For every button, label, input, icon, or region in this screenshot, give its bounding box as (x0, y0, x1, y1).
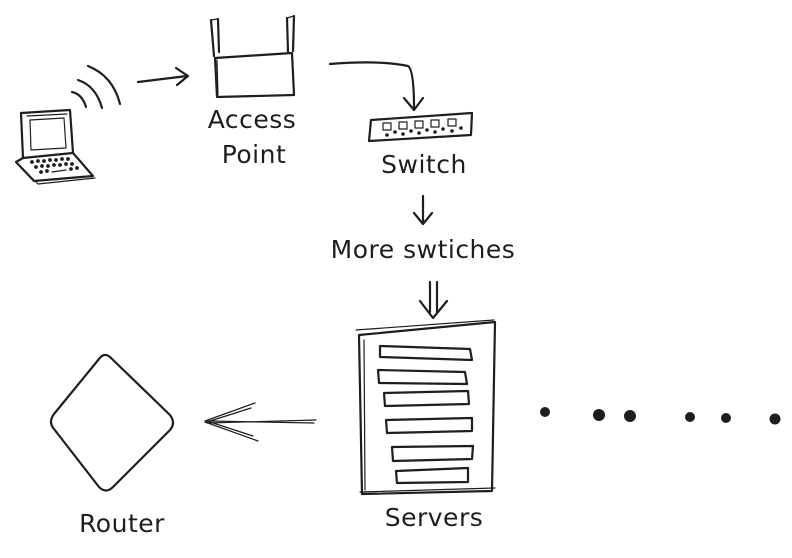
servers-label: Servers (385, 503, 484, 532)
arrow-access-point-to-switch (328, 61, 425, 112)
arrow-laptop-to-access-point (136, 66, 190, 87)
server-rack-icon (355, 319, 497, 496)
access-point-icon (209, 14, 296, 99)
arrow-switch-to-more-switches (412, 194, 434, 226)
access-point-label: Access (208, 105, 297, 134)
switch-icon (367, 111, 474, 143)
ellipsis-continuation (540, 407, 781, 425)
access-point-label-line2: Point (222, 140, 287, 169)
arrow-servers-to-router (204, 402, 317, 442)
switch-label: Switch (381, 150, 467, 179)
router-label: Router (79, 509, 165, 538)
double-arrow-more-switches-to-servers (418, 280, 449, 320)
laptop-icon (14, 108, 96, 185)
router-icon (49, 353, 175, 492)
wifi-signal-icon (70, 64, 122, 110)
more-switches-label: More swtiches (331, 235, 516, 264)
